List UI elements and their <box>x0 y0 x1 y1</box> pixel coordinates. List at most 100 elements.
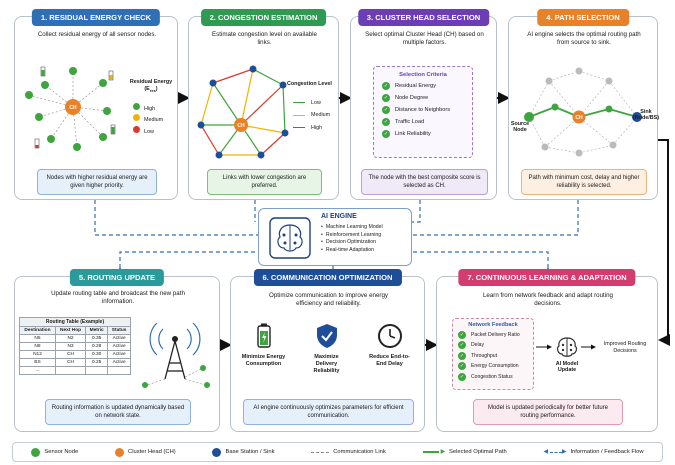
sensor-node <box>69 67 77 75</box>
step-routing-update-card: 5. ROUTING UPDATE Update routing table a… <box>14 269 220 432</box>
sensor-node <box>73 143 81 151</box>
legend-bar: Sensor Node Cluster Head (CH) Base Stati… <box>12 442 663 462</box>
energy-legend-high: High <box>133 103 163 114</box>
svg-text:CH: CH <box>237 123 245 129</box>
ai-engine-item: Machine Learning Model <box>321 224 383 232</box>
base-station-node <box>279 81 287 89</box>
base-station-node <box>249 65 257 73</box>
step-title: 7. CONTINUOUS LEARNING & ADAPTATION <box>458 269 636 286</box>
energy-node-graph: CH <box>25 66 116 151</box>
cluster-head-node <box>234 118 248 132</box>
base-station-node <box>257 151 265 159</box>
step-note: AI engine continuously optimizes paramet… <box>243 399 414 426</box>
legend-optimal-path: ▶Selected Optimal Path <box>422 449 507 455</box>
step-communication-card: 6. COMMUNICATION OPTIMIZATION Optimize c… <box>230 269 425 432</box>
energy-legend-subtitle: (Eres) <box>144 86 158 94</box>
sensor-node <box>99 133 107 141</box>
sensor-node <box>103 107 111 115</box>
congestion-legend-high: High <box>293 122 330 134</box>
model-arrows <box>536 344 596 350</box>
ai-engine-item: Reinforcement Learning <box>321 232 383 240</box>
legend-communication-link: Communication Link <box>311 449 386 455</box>
path-graph: CH <box>524 67 642 157</box>
ai-engine-item: Decision Optimization <box>321 239 383 247</box>
check-icon: ✓ <box>382 94 390 102</box>
congestion-legend-medium: Medium <box>293 109 330 121</box>
check-icon: ✓ <box>458 330 466 339</box>
svg-text:CH: CH <box>575 115 583 121</box>
feedback-item: ✓Throughput <box>458 351 498 360</box>
ai-model-update-label: AI Model Update <box>555 361 579 373</box>
feedback-item: ✓Energy Consumption <box>458 362 519 371</box>
step-description: Update routing table and broadcast the n… <box>51 290 185 306</box>
criteria-title: Selection Criteria <box>399 72 447 78</box>
step-title: 6. COMMUNICATION OPTIMIZATION <box>253 269 402 286</box>
energy-legend-title: Residual Energy <box>129 79 173 85</box>
broadcast-tower-icon <box>142 322 210 388</box>
check-icon: ✓ <box>458 341 466 350</box>
base-station-node <box>215 151 223 159</box>
feedback-item: ✓Congestion Status <box>458 372 513 381</box>
step-note: Model is updated periodically for better… <box>473 399 623 426</box>
check-icon: ✓ <box>382 82 390 90</box>
step-residual-energy-card: 1. RESIDUAL ENERGY CHECK Collect residua… <box>14 9 178 200</box>
legend-cluster-head: Cluster Head (CH) <box>115 447 176 457</box>
clock-icon <box>378 324 402 348</box>
step-title: 1. RESIDUAL ENERGY CHECK <box>31 9 161 26</box>
source-node <box>524 112 534 122</box>
congestion-legend-title: Congestion Level <box>287 81 332 87</box>
step-note: Links with lower congestion are preferre… <box>207 169 322 196</box>
criteria-item: ✓Link Reliability <box>382 130 431 138</box>
feedback-item: ✓Delay <box>458 341 485 350</box>
ai-engine-panel: AI ENGINE Machine Learning Model Reinfor… <box>258 208 412 266</box>
step-description: Learn from network feedback and adapt ro… <box>482 292 614 308</box>
check-icon: ✓ <box>458 362 466 371</box>
check-icon: ✓ <box>382 118 390 126</box>
check-icon: ✓ <box>458 372 466 381</box>
step-note: Routing information is updated dynamical… <box>45 399 191 426</box>
step-description: AI engine selects the optimal routing pa… <box>527 31 641 47</box>
congestion-graph: CH <box>197 65 289 159</box>
step-description: Optimize communication to improve energy… <box>269 292 388 308</box>
step-title: 2. CONGESTION ESTIMATION <box>200 9 327 26</box>
legend-sensor-node: Sensor Node <box>31 447 78 457</box>
base-station-node <box>209 79 217 87</box>
step-description: Collect residual energy of all sensor no… <box>37 31 157 38</box>
sensor-node <box>41 81 49 89</box>
check-icon: ✓ <box>382 106 390 114</box>
shield-check-icon <box>317 324 337 348</box>
optimization-label: Maximize Delivery Reliability <box>313 354 340 374</box>
ai-engine-title: AI ENGINE <box>321 213 357 220</box>
sensor-node <box>35 113 43 121</box>
step-title: 5. ROUTING UPDATE <box>69 269 165 286</box>
optimization-label: Reduce End-to-End Delay <box>369 354 410 367</box>
sink-node-label: Sink (Node/BS) <box>633 109 660 122</box>
feedback-item: ✓Packet Delivery Ratio <box>458 330 520 339</box>
base-station-node <box>197 121 205 129</box>
energy-legend-medium: Medium <box>133 114 163 125</box>
criteria-item: ✓Traffic Load <box>382 118 425 126</box>
check-icon: ✓ <box>382 130 390 138</box>
routing-table-header: Destination <box>19 326 56 335</box>
routing-table: Routing Table (Example) Destination Next… <box>19 317 131 375</box>
legend-feedback-flow: ◀▶Information / Feedback Flow <box>543 449 644 455</box>
sensor-node <box>25 91 33 99</box>
routing-table-header: Metric <box>85 326 109 335</box>
check-icon: ✓ <box>458 351 466 360</box>
network-feedback-panel: Network Feedback ✓Packet Delivery Ratio … <box>452 318 534 390</box>
step-path-selection-card: 4. PATH SELECTION AI engine selects the … <box>508 9 660 200</box>
sink-node <box>632 112 642 122</box>
optimization-label: Minimize Energy Consumption <box>241 354 286 367</box>
battery-icon <box>257 323 271 348</box>
step-title: 3. CLUSTER HEAD SELECTION <box>357 9 490 26</box>
brain-icon <box>556 337 578 357</box>
base-station-node <box>281 129 289 137</box>
step-description: Select optimal Cluster Head (CH) based o… <box>365 31 484 47</box>
table-row: ... <box>19 366 131 375</box>
routing-table-title: Routing Table (Example) <box>19 317 131 326</box>
